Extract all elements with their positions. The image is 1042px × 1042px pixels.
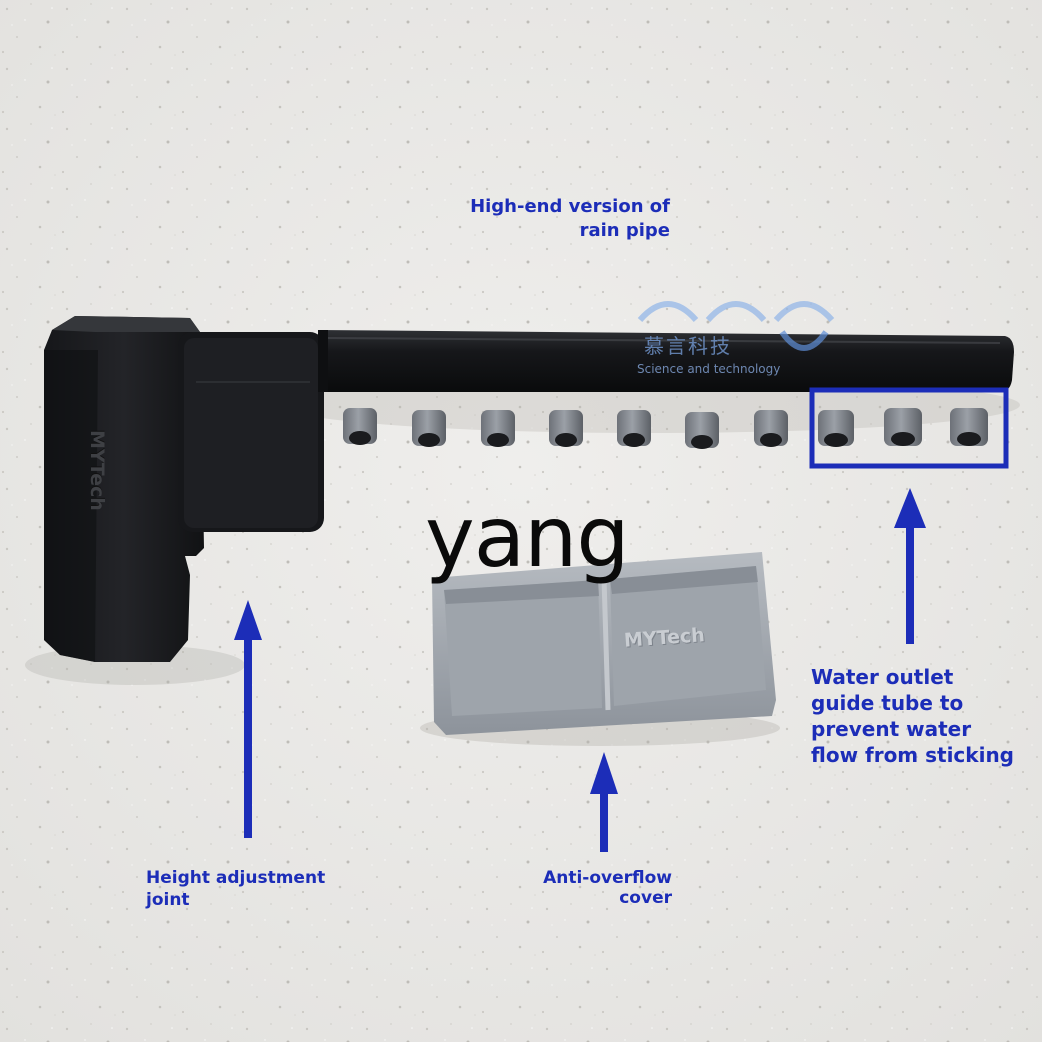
label-line: flow from sticking xyxy=(811,743,1014,767)
brand-logo-icon xyxy=(637,301,835,351)
label-height-joint: Height adjustment joint xyxy=(146,867,366,911)
label-line: cover xyxy=(619,888,672,908)
nozzle-row xyxy=(343,408,988,449)
label-line: High-end version of xyxy=(470,196,670,217)
label-water-outlet: Water outlet guide tube to prevent water… xyxy=(811,664,1041,768)
label-line: Anti-overflow xyxy=(543,868,672,888)
label-line: guide tube to xyxy=(811,691,964,715)
bracket-embossed-text: MYTech xyxy=(86,430,108,511)
label-line: joint xyxy=(146,890,190,910)
label-line: Water outlet xyxy=(811,665,954,689)
logo-english-text: Science and technology xyxy=(637,362,781,376)
label-line: prevent water xyxy=(811,717,972,741)
watermark-yang: yang xyxy=(425,488,630,586)
outlet-highlight-box xyxy=(809,387,1009,469)
label-line: Height adjustment xyxy=(146,868,326,888)
label-anti-overflow-cover: Anti-overflow cover xyxy=(520,868,672,908)
logo-chinese-text: 慕言科技 xyxy=(644,334,732,358)
label-rain-pipe: High-end version of rain pipe xyxy=(430,195,670,243)
label-line: rain pipe xyxy=(579,220,670,241)
